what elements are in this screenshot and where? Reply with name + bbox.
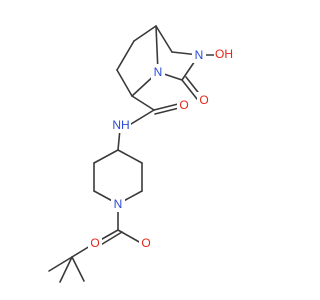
bond [131, 95, 155, 111]
atom-label: O [179, 98, 188, 112]
atom-label: O [90, 236, 99, 250]
bond [93, 149, 119, 164]
atom-label-bg [192, 47, 206, 63]
atom-label-bg [111, 196, 125, 212]
bond [48, 256, 73, 272]
atom-label-bg [151, 64, 165, 80]
atom-label: N [154, 65, 163, 79]
bond [155, 25, 173, 53]
atom-label: N [114, 197, 123, 211]
atom-label-bg [197, 92, 211, 108]
bond [117, 149, 143, 164]
atom-label-bg [88, 235, 102, 251]
atom-label-bg [139, 235, 153, 251]
atom-label-bg [111, 117, 131, 133]
atom-label: OH [215, 47, 233, 61]
atom-label: NH [112, 118, 129, 132]
bond [116, 69, 133, 97]
bond [116, 40, 135, 71]
atom-label-bg [214, 46, 236, 62]
atom-label: O [199, 93, 208, 107]
atom-label-bg [177, 97, 191, 113]
molecule-structure: N N OH O NH O N O O [48, 25, 236, 283]
bond [98, 231, 123, 247]
bond [154, 107, 180, 115]
bond [71, 256, 85, 282]
molecule-diagram: N N OH O NH O N O O [48, 25, 236, 283]
bond [181, 79, 198, 100]
atom-label: N [195, 48, 204, 62]
bond [59, 256, 73, 283]
atom-label: O [141, 236, 150, 250]
bond [133, 25, 157, 42]
bond [153, 103, 179, 111]
